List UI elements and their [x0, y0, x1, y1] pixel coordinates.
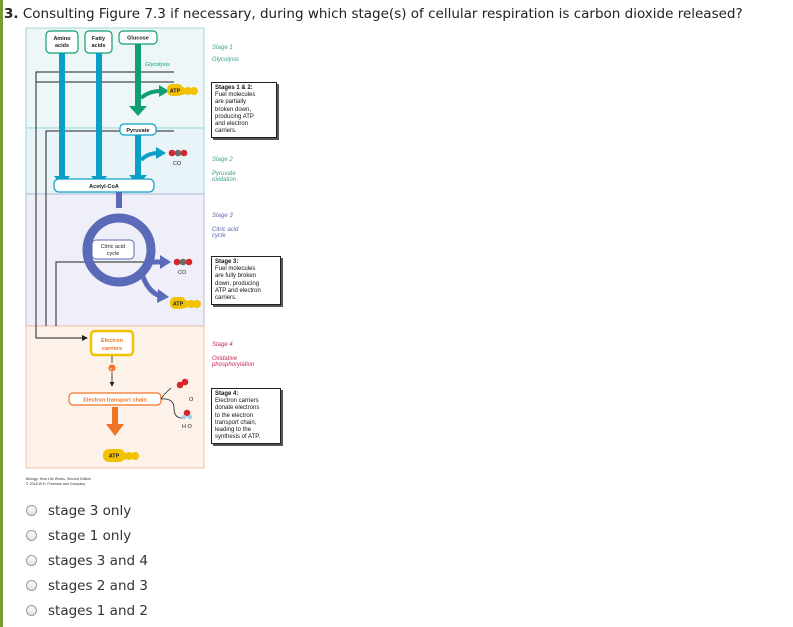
- o2-to-h2o-curve: [160, 398, 183, 419]
- radio-button[interactable]: [26, 505, 37, 516]
- amino-acids-box: [45, 30, 79, 54]
- answer-options: stage 3 only stage 1 only stages 3 and 4…: [26, 498, 148, 623]
- radio-button[interactable]: [26, 530, 37, 541]
- pyruvate-co2-arrowhead: [156, 147, 166, 159]
- option-label[interactable]: stages 1 and 2: [48, 602, 148, 619]
- pyruvate-label: Pyruvate: [126, 128, 149, 134]
- amino-acids-label-1: Amino: [53, 36, 71, 42]
- svg-text:O: O: [189, 397, 194, 403]
- radio-button[interactable]: [26, 555, 37, 566]
- stage4-description: Stage 4: Electron carriers donate electr…: [211, 388, 281, 445]
- svg-text:ATP: ATP: [170, 89, 181, 95]
- svg-text:ATP: ATP: [173, 302, 184, 308]
- glycolysis-atp-arrowhead: [159, 85, 169, 97]
- svg-text:CO: CO: [178, 270, 187, 276]
- stage2-label: Stage 2 Pyruvate oxidation: [212, 157, 237, 183]
- figure-diagram: Amino acids Fatty acids Glucose: [25, 27, 205, 469]
- option-stage-1-only[interactable]: stage 1 only: [26, 523, 148, 548]
- atp-icon-glycolysis: ATP: [167, 84, 198, 96]
- stage1-label: Stage 1 Glycolysis: [212, 45, 240, 63]
- carrier-line-outer: [35, 71, 174, 326]
- fatty-acids-arrow: [96, 53, 102, 178]
- electron-carriers-label-2: carriers: [102, 346, 122, 352]
- citric-acid-cycle-label-1: Citric acid: [101, 244, 125, 250]
- stage3-label: Stage 3 Citric acid cycle: [212, 213, 239, 239]
- option-label[interactable]: stage 1 only: [48, 527, 132, 544]
- question-number: 3.: [4, 6, 19, 22]
- carrier-line-citric: [55, 261, 149, 326]
- glycolysis-label: Glycolysis: [145, 62, 170, 68]
- radio-button[interactable]: [26, 605, 37, 616]
- etc-atp-arrowhead: [106, 424, 124, 436]
- fatty-acids-label-2: acids: [91, 43, 105, 49]
- stage3-description: Stage 3: Fuel molecules are fully broken…: [211, 256, 281, 306]
- electron-carriers-label-1: Electron: [101, 338, 124, 344]
- glucose-arrow: [135, 44, 141, 108]
- cycle-atp-arrowhead: [157, 289, 169, 303]
- atp-icon-oxphos: ATP: [103, 449, 139, 462]
- fatty-acids-box: [84, 30, 113, 54]
- co2-molecule-citric: CO: [173, 258, 193, 276]
- option-label[interactable]: stage 3 only: [48, 502, 132, 519]
- stages-1-2-description: Stages 1 & 2: Fuel molecules are partial…: [211, 82, 277, 139]
- atp-icon-citric: ATP: [170, 297, 201, 309]
- cycle-co2-arrowhead: [160, 255, 171, 269]
- radio-button[interactable]: [26, 580, 37, 591]
- citric-acid-cycle-box: [91, 239, 135, 260]
- etc-atp-arrow: [112, 407, 118, 426]
- option-stages-3-and-4[interactable]: stages 3 and 4: [26, 548, 148, 573]
- electron-carriers-box: [89, 329, 135, 357]
- pyruvate-arrow: [135, 135, 141, 177]
- amino-acids-arrow: [59, 53, 65, 178]
- question-text: 3. Consulting Figure 7.3 if necessary, d…: [4, 6, 743, 22]
- fatty-acids-label-1: Fatty: [92, 36, 106, 42]
- etc-label: Electron transport chain: [83, 398, 147, 404]
- svg-text:H O: H O: [182, 424, 193, 430]
- question-left-border: [0, 0, 3, 627]
- citric-acid-cycle-ring: [82, 213, 156, 287]
- stage4-label: Stage 4 Oxidative phosphorylation: [212, 342, 255, 368]
- o2-input-curve: [160, 387, 172, 400]
- o2-molecule: O: [176, 378, 194, 403]
- option-label[interactable]: stages 3 and 4: [48, 552, 148, 569]
- question-body: Consulting Figure 7.3 if necessary, duri…: [22, 6, 743, 22]
- option-stage-3-only[interactable]: stage 3 only: [26, 498, 148, 523]
- glucose-label: Glucose: [127, 36, 149, 42]
- option-label[interactable]: stages 2 and 3: [48, 577, 148, 594]
- electron-label: e⁻: [110, 367, 114, 371]
- h2o-molecule: H O: [181, 409, 193, 430]
- carrier-line-to-electron-carriers: [35, 326, 88, 341]
- svg-text:ATP: ATP: [109, 454, 120, 460]
- electron-icon: [108, 364, 116, 372]
- cellular-respiration-figure: Amino acids Fatty acids Glucose: [24, 26, 281, 480]
- glucose-arrowhead: [129, 106, 147, 116]
- option-stages-1-and-2[interactable]: stages 1 and 2: [26, 598, 148, 623]
- figure-credit: Biology: How Life Works, Second Edition …: [26, 477, 92, 486]
- citric-acid-cycle-label-2: cycle: [107, 251, 120, 257]
- amino-acids-label-2: acids: [55, 43, 69, 49]
- acetyl-coa-label: Acetyl-CoA: [89, 184, 119, 190]
- option-stages-2-and-3[interactable]: stages 2 and 3: [26, 573, 148, 598]
- co2-molecule-pyruvate: CO: [168, 149, 188, 167]
- acetyl-coa-box: [53, 178, 155, 193]
- svg-text:CO: CO: [173, 161, 182, 167]
